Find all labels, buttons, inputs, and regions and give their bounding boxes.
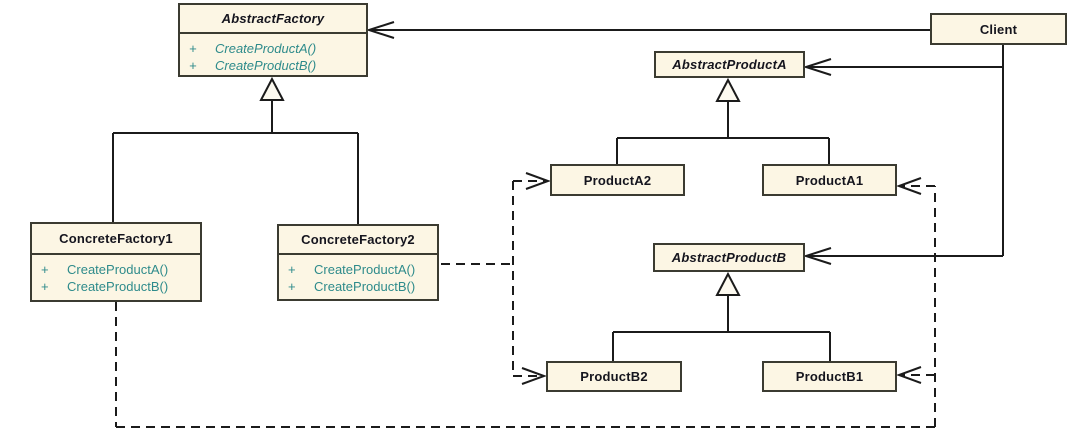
method-compartment: + CreateProductA() + CreateProductB() [32,255,200,295]
dependency-concrete-factory1 [115,177,936,428]
class-product-a2: ProductA2 [550,164,685,196]
association-client-abstract-factory [365,21,930,39]
class-title: ProductA1 [795,172,864,188]
class-title: ConcreteFactory1 [32,224,200,255]
method-signature: CreateProductA() [314,262,416,277]
method-row: + CreateProductA() [41,261,191,278]
visibility-marker: + [189,41,197,56]
class-title: ConcreteFactory2 [279,226,437,255]
method-signature: CreateProductB() [215,58,317,73]
method-signature: CreateProductB() [314,279,416,294]
class-product-b1: ProductB1 [762,361,897,392]
class-title: AbstractProductB [671,250,787,265]
class-abstract-product-a: AbstractProductA [654,51,805,78]
generalization-products-a [616,77,830,164]
visibility-marker: + [288,262,296,277]
class-abstract-product-b: AbstractProductB [653,243,805,272]
class-title: ProductA2 [583,172,652,188]
method-row: + CreateProductA() [288,261,428,278]
class-client: Client [930,13,1067,45]
method-row: + CreateProductA() [189,40,357,57]
visibility-marker: + [189,58,197,73]
dependency-concrete-factory2 [441,172,551,385]
class-product-a1: ProductA1 [762,164,897,196]
visibility-marker: + [288,279,296,294]
method-row: + CreateProductB() [288,278,428,295]
method-row: + CreateProductB() [189,57,357,74]
class-title: AbstractProductA [672,57,787,72]
class-title: ProductB1 [795,369,864,384]
method-signature: CreateProductA() [215,41,317,56]
class-concrete-factory1: ConcreteFactory1 + CreateProductA() + Cr… [30,222,202,302]
class-title: ProductB2 [580,369,648,384]
class-concrete-factory2: ConcreteFactory2 + CreateProductA() + Cr… [277,224,439,301]
class-product-b2: ProductB2 [546,361,682,392]
method-signature: CreateProductA() [67,262,169,277]
class-title: AbstractFactory [180,5,366,34]
visibility-marker: + [41,279,49,294]
method-row: + CreateProductB() [41,278,191,295]
method-compartment: + CreateProductA() + CreateProductB() [279,255,437,295]
method-signature: CreateProductB() [67,279,169,294]
method-compartment: + CreateProductA() + CreateProductB() [180,34,366,74]
class-title: Client [979,21,1018,37]
association-client-abstract-product-a [802,58,1003,76]
class-abstract-factory: AbstractFactory + CreateProductA() + Cre… [178,3,368,77]
generalization-products-b [612,271,831,361]
association-client-abstract-product-b [802,247,1003,265]
visibility-marker: + [41,262,49,277]
generalization-factories [112,76,359,224]
